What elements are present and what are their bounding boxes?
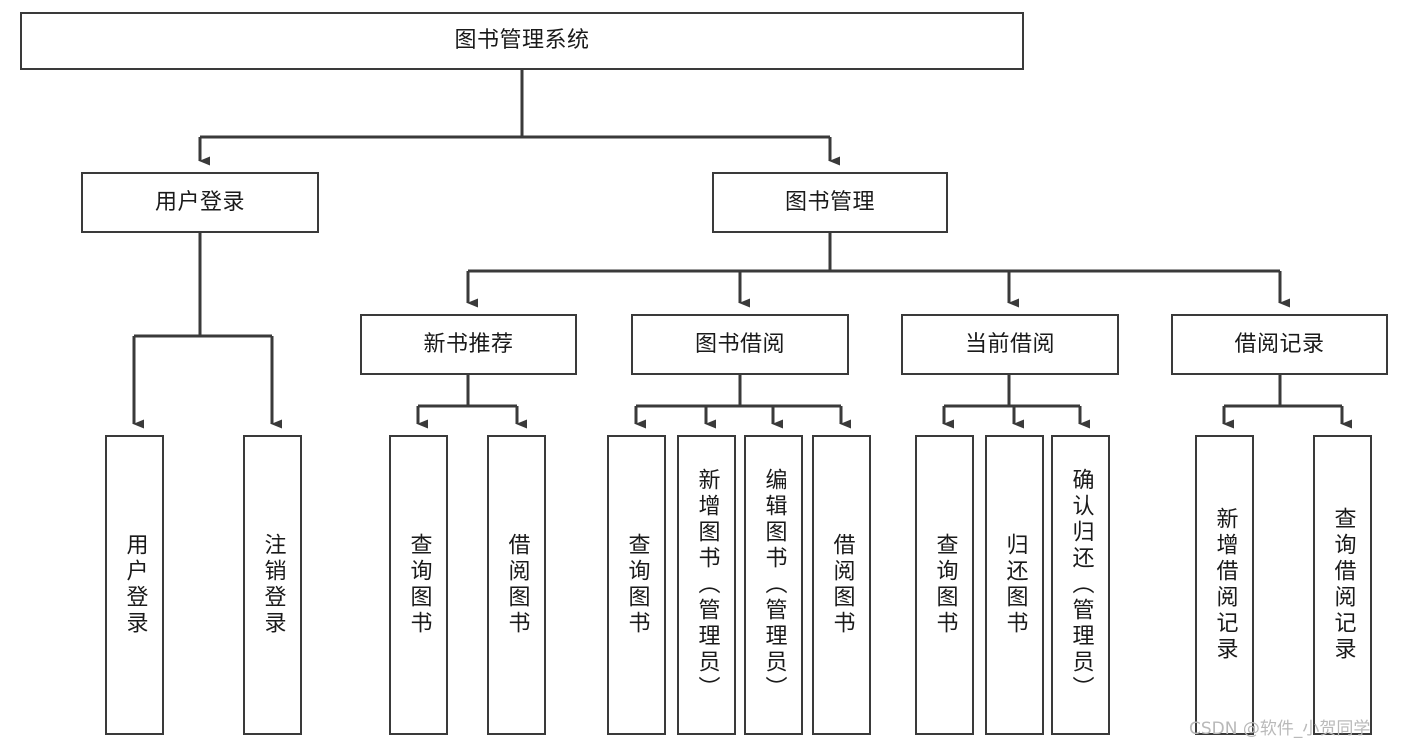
node-user-login-label: 用户登录 [154, 189, 245, 215]
leaf-user-login-label: 用户登录 [122, 533, 148, 637]
leaf-return-book[interactable]: 归还图书 [985, 435, 1044, 735]
leaf-user-login[interactable]: 用户登录 [105, 435, 164, 735]
node-book-borrow-label: 图书借阅 [694, 331, 785, 357]
leaf-query-record[interactable]: 查询借阅记录 [1313, 435, 1372, 735]
leaf-borrow-book-rec[interactable]: 借阅图书 [487, 435, 546, 735]
leaf-return-book-label: 归还图书 [1002, 533, 1028, 637]
node-book-manage[interactable]: 图书管理 [712, 172, 948, 233]
leaf-query-book-c-label: 查询图书 [932, 533, 958, 637]
leaf-query-record-label: 查询借阅记录 [1330, 507, 1356, 663]
leaf-borrow-book-rec-label: 借阅图书 [504, 533, 530, 637]
leaf-edit-book[interactable]: 编辑图书（管理员） [744, 435, 803, 735]
leaf-add-record-label: 新增借阅记录 [1212, 507, 1238, 663]
node-book-borrow[interactable]: 图书借阅 [631, 314, 849, 375]
leaf-user-logout[interactable]: 注销登录 [243, 435, 302, 735]
leaf-user-logout-label: 注销登录 [260, 533, 286, 637]
node-borrow-record[interactable]: 借阅记录 [1171, 314, 1388, 375]
leaf-borrow-book-b-label: 借阅图书 [829, 533, 855, 637]
leaf-add-record[interactable]: 新增借阅记录 [1195, 435, 1254, 735]
leaf-query-book-b-label: 查询图书 [624, 533, 650, 637]
csdn-watermark: CSDN @软件_小贺同学 [1189, 719, 1371, 739]
leaf-add-book[interactable]: 新增图书（管理员） [677, 435, 736, 735]
node-borrow-record-label: 借阅记录 [1234, 331, 1325, 357]
node-root[interactable]: 图书管理系统 [20, 12, 1024, 70]
node-new-book-recommend[interactable]: 新书推荐 [360, 314, 577, 375]
node-book-manage-label: 图书管理 [784, 189, 875, 215]
node-user-login[interactable]: 用户登录 [81, 172, 319, 233]
leaf-confirm-return[interactable]: 确认归还（管理员） [1051, 435, 1110, 735]
leaf-query-book-rec-label: 查询图书 [406, 533, 432, 637]
leaf-query-book-rec[interactable]: 查询图书 [389, 435, 448, 735]
leaf-confirm-return-label: 确认归还（管理员） [1068, 468, 1094, 702]
leaf-borrow-book-b[interactable]: 借阅图书 [812, 435, 871, 735]
leaf-query-book-c[interactable]: 查询图书 [915, 435, 974, 735]
node-new-book-recommend-label: 新书推荐 [423, 331, 514, 357]
leaf-query-book-b[interactable]: 查询图书 [607, 435, 666, 735]
node-current-borrow[interactable]: 当前借阅 [901, 314, 1119, 375]
node-current-borrow-label: 当前借阅 [964, 331, 1055, 357]
leaf-add-book-label: 新增图书（管理员） [694, 468, 720, 702]
node-root-label: 图书管理系统 [454, 28, 590, 54]
leaf-edit-book-label: 编辑图书（管理员） [761, 468, 787, 702]
